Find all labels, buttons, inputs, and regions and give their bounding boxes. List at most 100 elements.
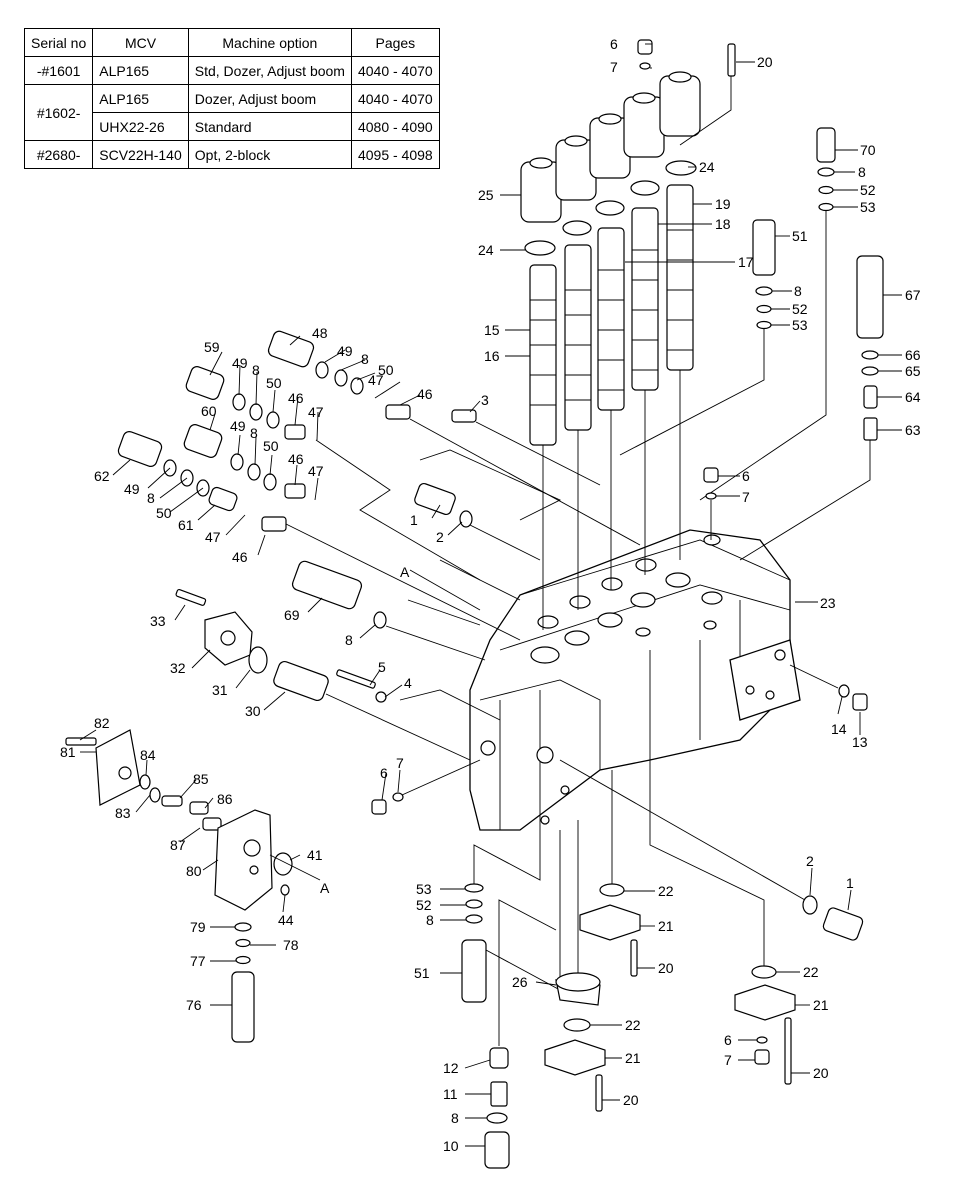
callout-8: 8 <box>451 1110 459 1126</box>
cell-mcv: ALP165 <box>92 56 189 85</box>
callout-69: 69 <box>284 607 300 623</box>
callout-20: 20 <box>757 54 773 70</box>
callout-52: 52 <box>792 301 808 317</box>
table-row: -#1601 ALP165 Std, Dozer, Adjust boom 40… <box>23 56 440 85</box>
cell-pages: 4080 - 4090 <box>350 112 440 141</box>
callout-4: 4 <box>404 675 412 691</box>
cell-mcv: SCV22H-140 <box>92 140 189 169</box>
cell-option: Opt, 2-block <box>187 140 352 169</box>
cell-serial: -#1601 <box>23 56 94 85</box>
header-pages: Pages <box>350 28 440 57</box>
callout-70: 70 <box>860 142 876 158</box>
cell-pages: 4040 - 4070 <box>350 56 440 85</box>
relief-valve-51-upper <box>752 219 776 276</box>
callout-78: 78 <box>283 937 299 953</box>
callout-20: 20 <box>623 1092 639 1108</box>
callout-25: 25 <box>478 187 494 203</box>
callout-31: 31 <box>212 682 228 698</box>
callout-79: 79 <box>190 919 206 935</box>
cell-mcv: ALP165 <box>92 84 189 113</box>
callout-14: 14 <box>831 721 847 737</box>
callout-7: 7 <box>742 489 750 505</box>
callout-6: 6 <box>742 468 750 484</box>
callout-49: 49 <box>337 343 353 359</box>
callout-46: 46 <box>417 386 433 402</box>
callout-62: 62 <box>94 468 110 484</box>
callout-49: 49 <box>232 355 248 371</box>
callout-77: 77 <box>190 953 206 969</box>
cell-pages: 4040 - 4070 <box>350 84 440 113</box>
plug-12 <box>489 1047 509 1069</box>
callout-8: 8 <box>345 632 353 648</box>
callout-8: 8 <box>147 490 155 506</box>
callout-7: 7 <box>724 1052 732 1068</box>
valve-body-23 <box>469 529 801 831</box>
callout-51: 51 <box>792 228 808 244</box>
cover-21-b <box>544 1039 606 1076</box>
spool-17 <box>597 227 625 411</box>
valve-69 <box>291 560 363 610</box>
spool-16 <box>564 244 592 431</box>
callout-76: 76 <box>186 997 202 1013</box>
callout-5: 5 <box>378 659 386 675</box>
callout-10: 10 <box>443 1138 459 1154</box>
bolt-82 <box>65 737 97 746</box>
callout-11: 11 <box>443 1086 458 1102</box>
callout-47: 47 <box>308 463 324 479</box>
callout-15: 15 <box>484 322 500 338</box>
callout-6: 6 <box>380 765 388 781</box>
spool-18 <box>631 207 659 391</box>
callout-85: 85 <box>193 771 209 787</box>
callout-49: 49 <box>124 481 140 497</box>
serial-page-table: Serial no MCV Machine option Pages -#160… <box>23 28 440 169</box>
spool-19 <box>666 184 694 371</box>
callout-41: 41 <box>307 847 323 863</box>
callout-50: 50 <box>378 362 394 378</box>
spool-15 <box>529 264 557 446</box>
callout-61: 61 <box>178 517 194 533</box>
valve-30 <box>273 660 329 702</box>
callout-82: 82 <box>94 715 110 731</box>
callout-3: 3 <box>481 392 489 408</box>
callout-8: 8 <box>361 351 369 367</box>
callout-26: 26 <box>512 974 528 990</box>
callout-32: 32 <box>170 660 186 676</box>
plug-1-lower <box>822 907 864 941</box>
callout-18: 18 <box>715 216 731 232</box>
spool-caps-25 <box>520 71 701 223</box>
callout-labels: 6 7 20 24 25 24 19 18 17 15 16 70 8 52 5… <box>60 36 921 1154</box>
valve-76 <box>231 971 255 1043</box>
left-relief-cluster <box>117 330 477 532</box>
callout-22: 22 <box>803 964 819 980</box>
callout-8: 8 <box>794 283 802 299</box>
cell-serial: #1602- <box>23 84 94 141</box>
header-mcv: MCV <box>92 28 189 57</box>
callout-24: 24 <box>699 159 715 175</box>
plug-13 <box>852 693 868 711</box>
cell-option: Std, Dozer, Adjust boom <box>187 56 352 85</box>
callout-ref-a: A <box>320 880 330 896</box>
callout-8: 8 <box>426 912 434 928</box>
table-row: #2680- SCV22H-140 Opt, 2-block 4095 - 40… <box>23 140 440 169</box>
callout-80: 80 <box>186 863 202 879</box>
callout-8: 8 <box>252 362 260 378</box>
callout-46: 46 <box>288 451 304 467</box>
cover-21-a <box>579 904 641 941</box>
callout-53: 53 <box>860 199 876 215</box>
callout-20: 20 <box>813 1065 829 1081</box>
plug-1-mid <box>414 482 456 516</box>
relief-valve-70 <box>816 127 836 163</box>
callout-19: 19 <box>715 196 731 212</box>
callout-2: 2 <box>436 529 444 545</box>
callout-21: 21 <box>625 1050 641 1066</box>
callout-16: 16 <box>484 348 500 364</box>
plug-6-top <box>637 39 653 55</box>
callout-8: 8 <box>858 164 866 180</box>
table-header-row: Serial no MCV Machine option Pages <box>23 28 440 57</box>
relief-valve-51-lower <box>461 939 487 1003</box>
callout-65: 65 <box>905 363 921 379</box>
callout-51: 51 <box>414 965 430 981</box>
bolt-33 <box>175 589 207 606</box>
callout-64: 64 <box>905 389 921 405</box>
callout-30: 30 <box>245 703 261 719</box>
